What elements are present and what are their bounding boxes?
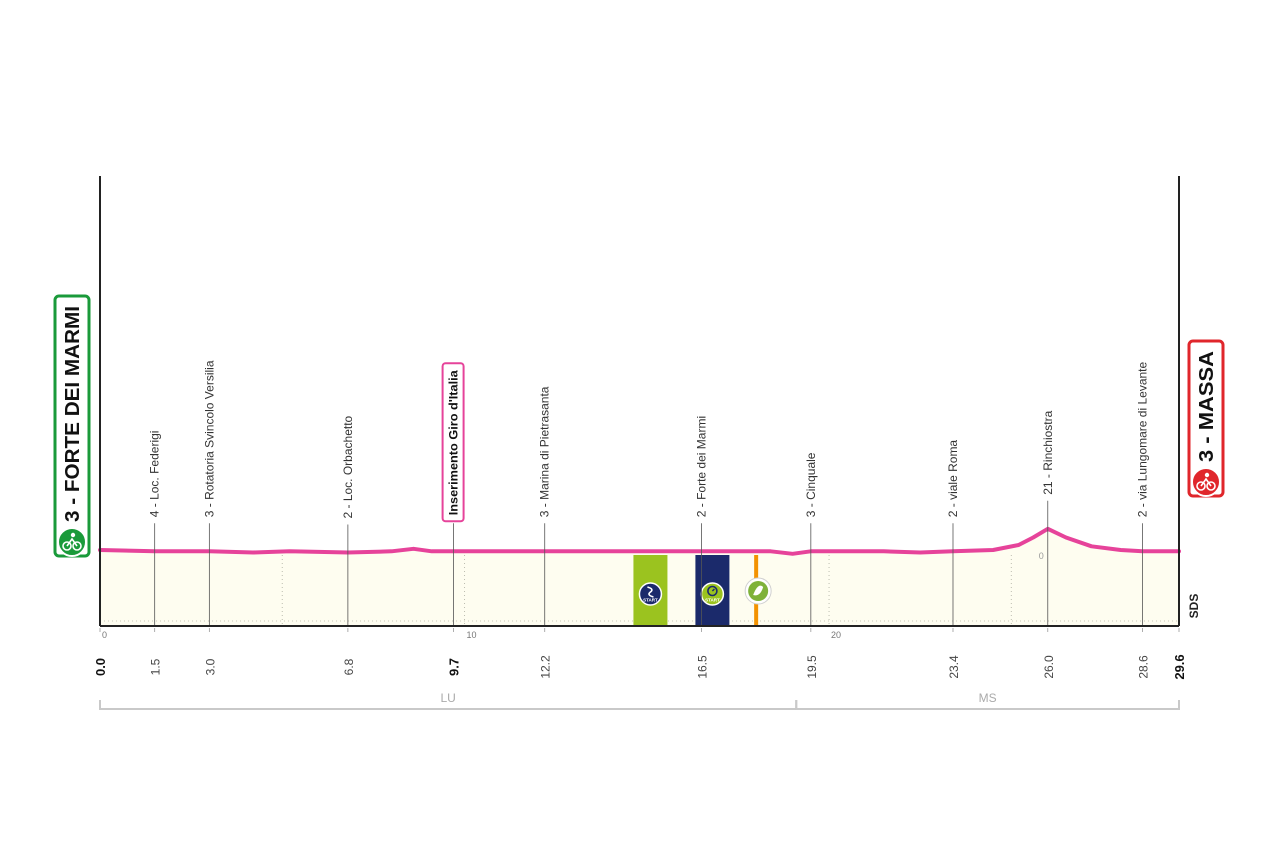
finish-label: 3 - MASSA <box>1187 339 1225 498</box>
altitude-tick-label: 0 <box>1039 551 1044 561</box>
waypoint-label-box <box>441 362 465 523</box>
waypoint-label-group: 2 - viale Roma <box>946 440 960 518</box>
km-axis-tick-label: 20 <box>831 630 841 640</box>
bike-wheel <box>72 541 82 551</box>
km-axis-layer: 0 10 20 0.0 1.5 3.0 6.8 9.7 12.2 16.5 19.5 23.4 26.0… <box>93 176 1201 710</box>
waypoint-km-label: 29.6 <box>1172 654 1187 679</box>
profile-line <box>98 526 1181 556</box>
leaf-stopwatch-icon <box>744 577 772 605</box>
start-arrow-shape <box>647 586 654 598</box>
waypoint-km-label: 12.2 <box>539 655 553 679</box>
waypoint-km-label: 28.6 <box>1137 655 1151 679</box>
waypoint-label-group: 2 - Forte dei Marmi <box>694 416 708 517</box>
marker-caption: START <box>643 598 658 603</box>
waypoint-label: 2 - Loc. Orbachetto <box>341 415 355 518</box>
region-label: MS <box>979 691 997 705</box>
bike-wheel <box>1206 481 1216 491</box>
bike-wheel <box>62 541 72 551</box>
brand-logo: SDS <box>1187 594 1201 619</box>
badge-disc <box>1191 467 1221 497</box>
waypoint-label-group: Inserimento Giro d'Italia <box>441 362 465 523</box>
cyclist-start-icon <box>57 527 87 557</box>
badge-disc <box>57 527 87 557</box>
bike-frame <box>66 537 78 547</box>
waypoint-label-group: 3 - Rotatoria Svincolo Versilia <box>202 360 216 517</box>
start-label: 3 - FORTE DEI MARMI <box>53 294 91 558</box>
elevation-profile-layer <box>98 526 1181 556</box>
stopwatch-icon: START <box>700 582 725 606</box>
waypoint-km-label: 26.0 <box>1042 655 1056 679</box>
stopwatch-hand <box>711 588 715 592</box>
leaf-shape <box>753 585 764 596</box>
cyclist-finish-icon <box>1191 467 1221 497</box>
waypoint-label-group: 3 - Cinquale <box>804 452 818 517</box>
waypoint-km-label: 16.5 <box>695 655 709 679</box>
waypoint-label-group: 3 - Marina di Pietrasanta <box>538 386 552 517</box>
waypoint-km-label: 19.5 <box>805 655 819 679</box>
waypoint-label: 3 - Marina di Pietrasanta <box>538 386 552 517</box>
waypoint-km-label: 0.0 <box>93 658 108 676</box>
waypoint-km-label: 9.7 <box>447 658 462 676</box>
waypoint-label: 3 - Rotatoria Svincolo Versilia <box>202 360 216 517</box>
waypoint-label-group: 4 - Loc. Federigi <box>148 431 162 518</box>
marker-caption: START <box>705 598 720 603</box>
bike-wheel <box>1196 481 1206 491</box>
stopwatch-face <box>707 585 718 597</box>
waypoint-km-label: 1.5 <box>149 658 163 675</box>
rider-head <box>1204 472 1210 478</box>
waypoint-label: 2 - via Lungomare di Levante <box>1136 361 1150 517</box>
waypoint-label: 4 - Loc. Federigi <box>148 431 162 518</box>
waypoint-km-label: 6.8 <box>342 658 356 675</box>
waypoint-km-label: 23.4 <box>947 655 961 679</box>
waypoint-label-group: 2 - via Lungomare di Levante <box>1136 361 1150 517</box>
km-axis-tick-label: 10 <box>467 630 477 640</box>
rider-head <box>70 532 76 538</box>
waypoint-label: Inserimento Giro d'Italia <box>447 370 461 515</box>
waypoint-label: 3 - Cinquale <box>804 452 818 517</box>
region-label: LU <box>440 691 455 705</box>
start-label-text: 3 - FORTE DEI MARMI <box>62 306 84 522</box>
waypoint-label: 21 - Rinchiostra <box>1041 410 1055 494</box>
waypoint-label: 2 - Forte dei Marmi <box>694 416 708 517</box>
finish-label-text: 3 - MASSA <box>1196 351 1218 462</box>
waypoint-labels-layer: 4 - Loc. Federigi 3 - Rotatoria Svincolo … <box>148 360 1150 626</box>
waypoint-label: 2 - viale Roma <box>946 440 960 518</box>
waypoint-label-group: 2 - Loc. Orbachetto <box>341 415 355 518</box>
start-finish-layer: 3 - FORTE DEI MARMI 3 - MASSA <box>53 294 1225 558</box>
waypoint-label-group: 21 - Rinchiostra <box>1041 410 1055 494</box>
bike-frame <box>1200 477 1212 487</box>
km-axis-tick-label: 0 <box>102 630 107 640</box>
start-arrow-icon: START <box>638 582 663 606</box>
region-bracket <box>795 700 1180 710</box>
marker-icon-disc <box>638 582 663 606</box>
waypoint-km-label: 3.0 <box>203 658 217 675</box>
